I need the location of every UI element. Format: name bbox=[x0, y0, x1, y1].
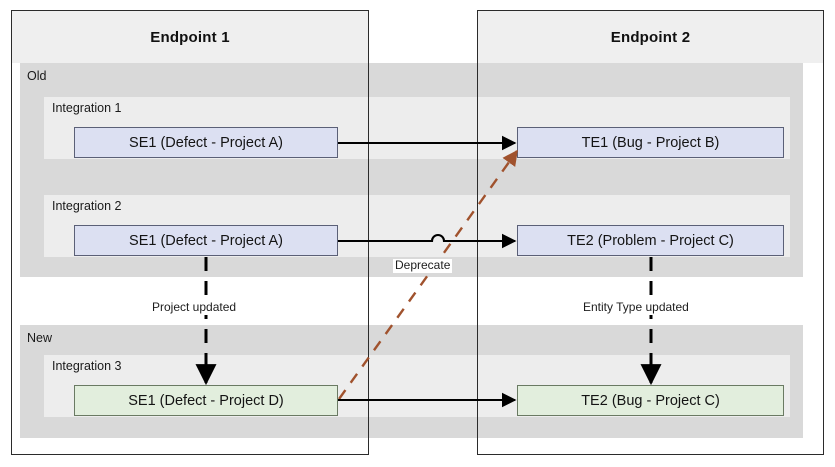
endpoint-1-header: Endpoint 1 bbox=[11, 10, 369, 63]
connector-label-entity-type-updated: Entity Type updated bbox=[581, 300, 691, 315]
entity-box-te2-bug-c[interactable]: TE2 (Bug - Project C) bbox=[517, 385, 784, 416]
connector-label-deprecate: Deprecate bbox=[393, 258, 453, 273]
connector-label-project-updated: Project updated bbox=[150, 300, 239, 315]
integration-label-1: Integration 1 bbox=[52, 101, 122, 115]
group-label-new: New bbox=[27, 331, 53, 345]
entity-box-te2-c[interactable]: TE2 (Problem - Project C) bbox=[517, 225, 784, 256]
group-label-old: Old bbox=[27, 69, 47, 83]
endpoint-2-title: Endpoint 2 bbox=[610, 28, 691, 46]
entity-box-se1-a-int1[interactable]: SE1 (Defect - Project A) bbox=[74, 127, 338, 158]
endpoint-1-title: Endpoint 1 bbox=[150, 28, 230, 46]
endpoint-2-header: Endpoint 2 bbox=[477, 10, 824, 63]
entity-box-te1-b[interactable]: TE1 (Bug - Project B) bbox=[517, 127, 784, 158]
integration-label-3: Integration 3 bbox=[52, 359, 122, 373]
integration-label-2: Integration 2 bbox=[52, 199, 122, 213]
entity-box-se1-d-int3[interactable]: SE1 (Defect - Project D) bbox=[74, 385, 338, 416]
entity-box-se1-a-int2[interactable]: SE1 (Defect - Project A) bbox=[74, 225, 338, 256]
